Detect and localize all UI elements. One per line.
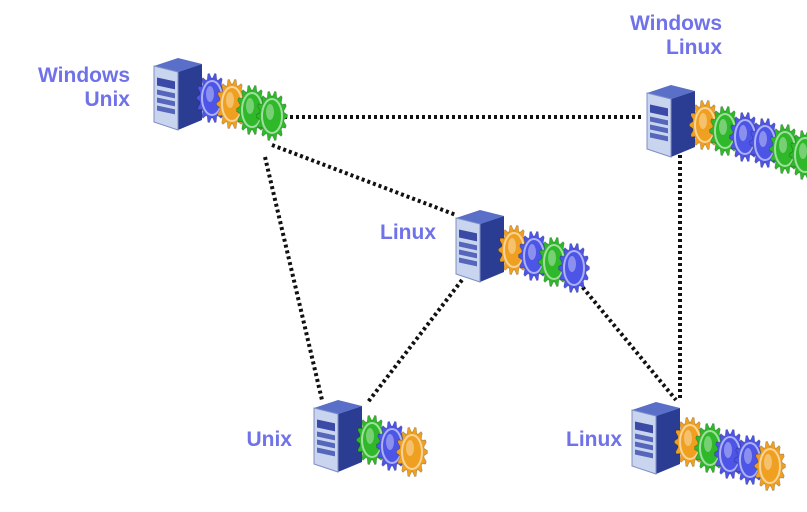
- connection-center-to-bottom-right: [573, 276, 678, 402]
- gear-icon: [714, 428, 746, 480]
- gear-icon: [396, 426, 428, 478]
- connection-lines: [263, 115, 682, 404]
- gear-icon: [754, 440, 786, 492]
- node-label-top-right-line-1: Windows: [630, 12, 722, 35]
- node-label-bottom-left-line-1: Unix: [246, 428, 292, 451]
- server-icon: [646, 85, 695, 158]
- connection-center-to-bottom-left: [366, 278, 464, 404]
- server-icon: [631, 402, 680, 475]
- server-nodes: [153, 58, 807, 492]
- gear-icon: [558, 242, 590, 294]
- node-label-top-right-line-2: Linux: [666, 36, 722, 59]
- node-bottom-left: [313, 400, 428, 478]
- connection-top-left-to-center: [271, 143, 457, 217]
- node-label-top-left: Windows Unix: [2, 64, 130, 112]
- connection-top-left-to-bottom-left: [263, 156, 324, 401]
- server-icon: [455, 210, 504, 283]
- gear-icon: [256, 90, 288, 142]
- node-label-bottom-right: Linux: [530, 428, 622, 452]
- node-label-top-left-line-1: Windows: [38, 64, 130, 87]
- gear-icon: [734, 434, 766, 486]
- node-top-left: [153, 58, 288, 142]
- node-label-bottom-left: Unix: [210, 428, 292, 452]
- server-icon: [313, 400, 362, 473]
- node-label-bottom-right-line-1: Linux: [566, 428, 622, 451]
- node-top-right: [646, 85, 807, 181]
- node-center: [455, 210, 590, 294]
- gear-icon: [789, 129, 807, 181]
- node-label-top-right: Windows Linux: [590, 12, 722, 60]
- server-icon: [153, 58, 202, 131]
- node-label-center: Linux: [340, 221, 436, 245]
- node-label-center-line-1: Linux: [380, 221, 436, 244]
- node-bottom-right: [631, 402, 786, 492]
- gear-icon: [216, 78, 248, 130]
- node-label-top-left-line-2: Unix: [84, 88, 130, 111]
